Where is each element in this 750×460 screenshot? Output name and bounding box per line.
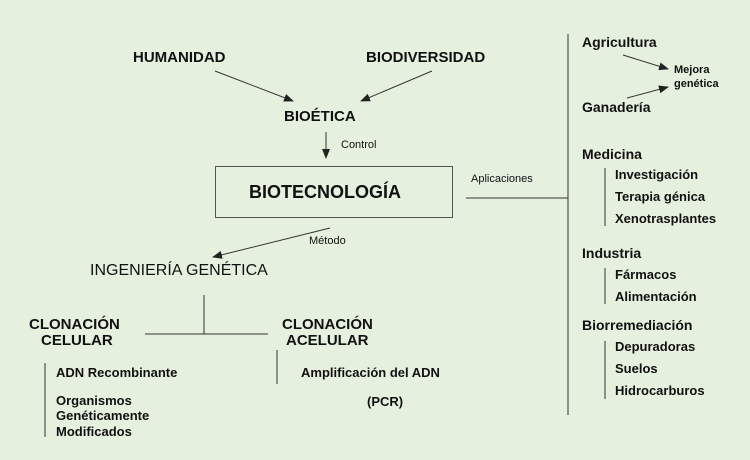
bio-item-suelos: Suelos (615, 361, 658, 376)
clonacion-celular-line1: CLONACIÓN (29, 316, 120, 333)
ingenieria-genetica-label: INGENIERÍA GENÉTICA (90, 262, 268, 279)
ogm-line2: Genéticamente (56, 408, 150, 423)
agricultura-label: Agricultura (582, 34, 657, 50)
biotecnologia-box (215, 166, 453, 218)
biodiversidad-label: BIODIVERSIDAD (366, 49, 486, 66)
arrow-humanidad-bioetica (214, 70, 294, 102)
industria-item-farmacos: Fármacos (615, 267, 677, 282)
bio-item-hidrocarburos: Hidrocarburos (615, 383, 705, 398)
biorremediacion-label: Biorremediación (582, 317, 693, 333)
metodo-label: Método (309, 235, 346, 247)
medicina-item-terapia: Terapia génica (615, 189, 706, 204)
arrow-biodiversidad-bioetica (360, 70, 433, 102)
control-label: Control (341, 139, 377, 151)
industria-item-alimentacion: Alimentación (615, 289, 697, 304)
clonacion-acelular-line1: CLONACIÓN (282, 316, 373, 333)
medicina-label: Medicina (582, 146, 642, 162)
arrow-ganaderia-mejora (626, 85, 669, 99)
ogm-line3: Modificados (56, 424, 132, 439)
adn-recombinante: ADN Recombinante (56, 365, 178, 380)
mejora-line1: Mejora (674, 64, 710, 76)
clonacion-acelular-line2: ACELULAR (286, 332, 369, 349)
arrow-metodo (212, 227, 331, 259)
humanidad-label: HUMANIDAD (133, 49, 226, 66)
arrow-agricultura-mejora (622, 54, 669, 71)
pcr-label: (PCR) (367, 394, 404, 409)
industria-label: Industria (582, 245, 642, 261)
ganaderia-label: Ganadería (582, 99, 651, 115)
clonacion-celular-line2: CELULAR (41, 332, 113, 349)
medicina-item-xenotrasplantes: Xenotrasplantes (615, 211, 717, 226)
bio-item-depuradoras: Depuradoras (615, 339, 696, 354)
bioetica-label: BIOÉTICA (284, 108, 356, 125)
aplicaciones-label: Aplicaciones (471, 173, 533, 185)
biotecnologia-label: BIOTECNOLOGÍA (249, 182, 401, 202)
ogm-line1: Organismos (56, 393, 132, 408)
amplificacion-adn: Amplificación del ADN (301, 365, 440, 380)
medicina-item-investigacion: Investigación (615, 167, 699, 182)
mejora-line2: genética (674, 78, 719, 90)
